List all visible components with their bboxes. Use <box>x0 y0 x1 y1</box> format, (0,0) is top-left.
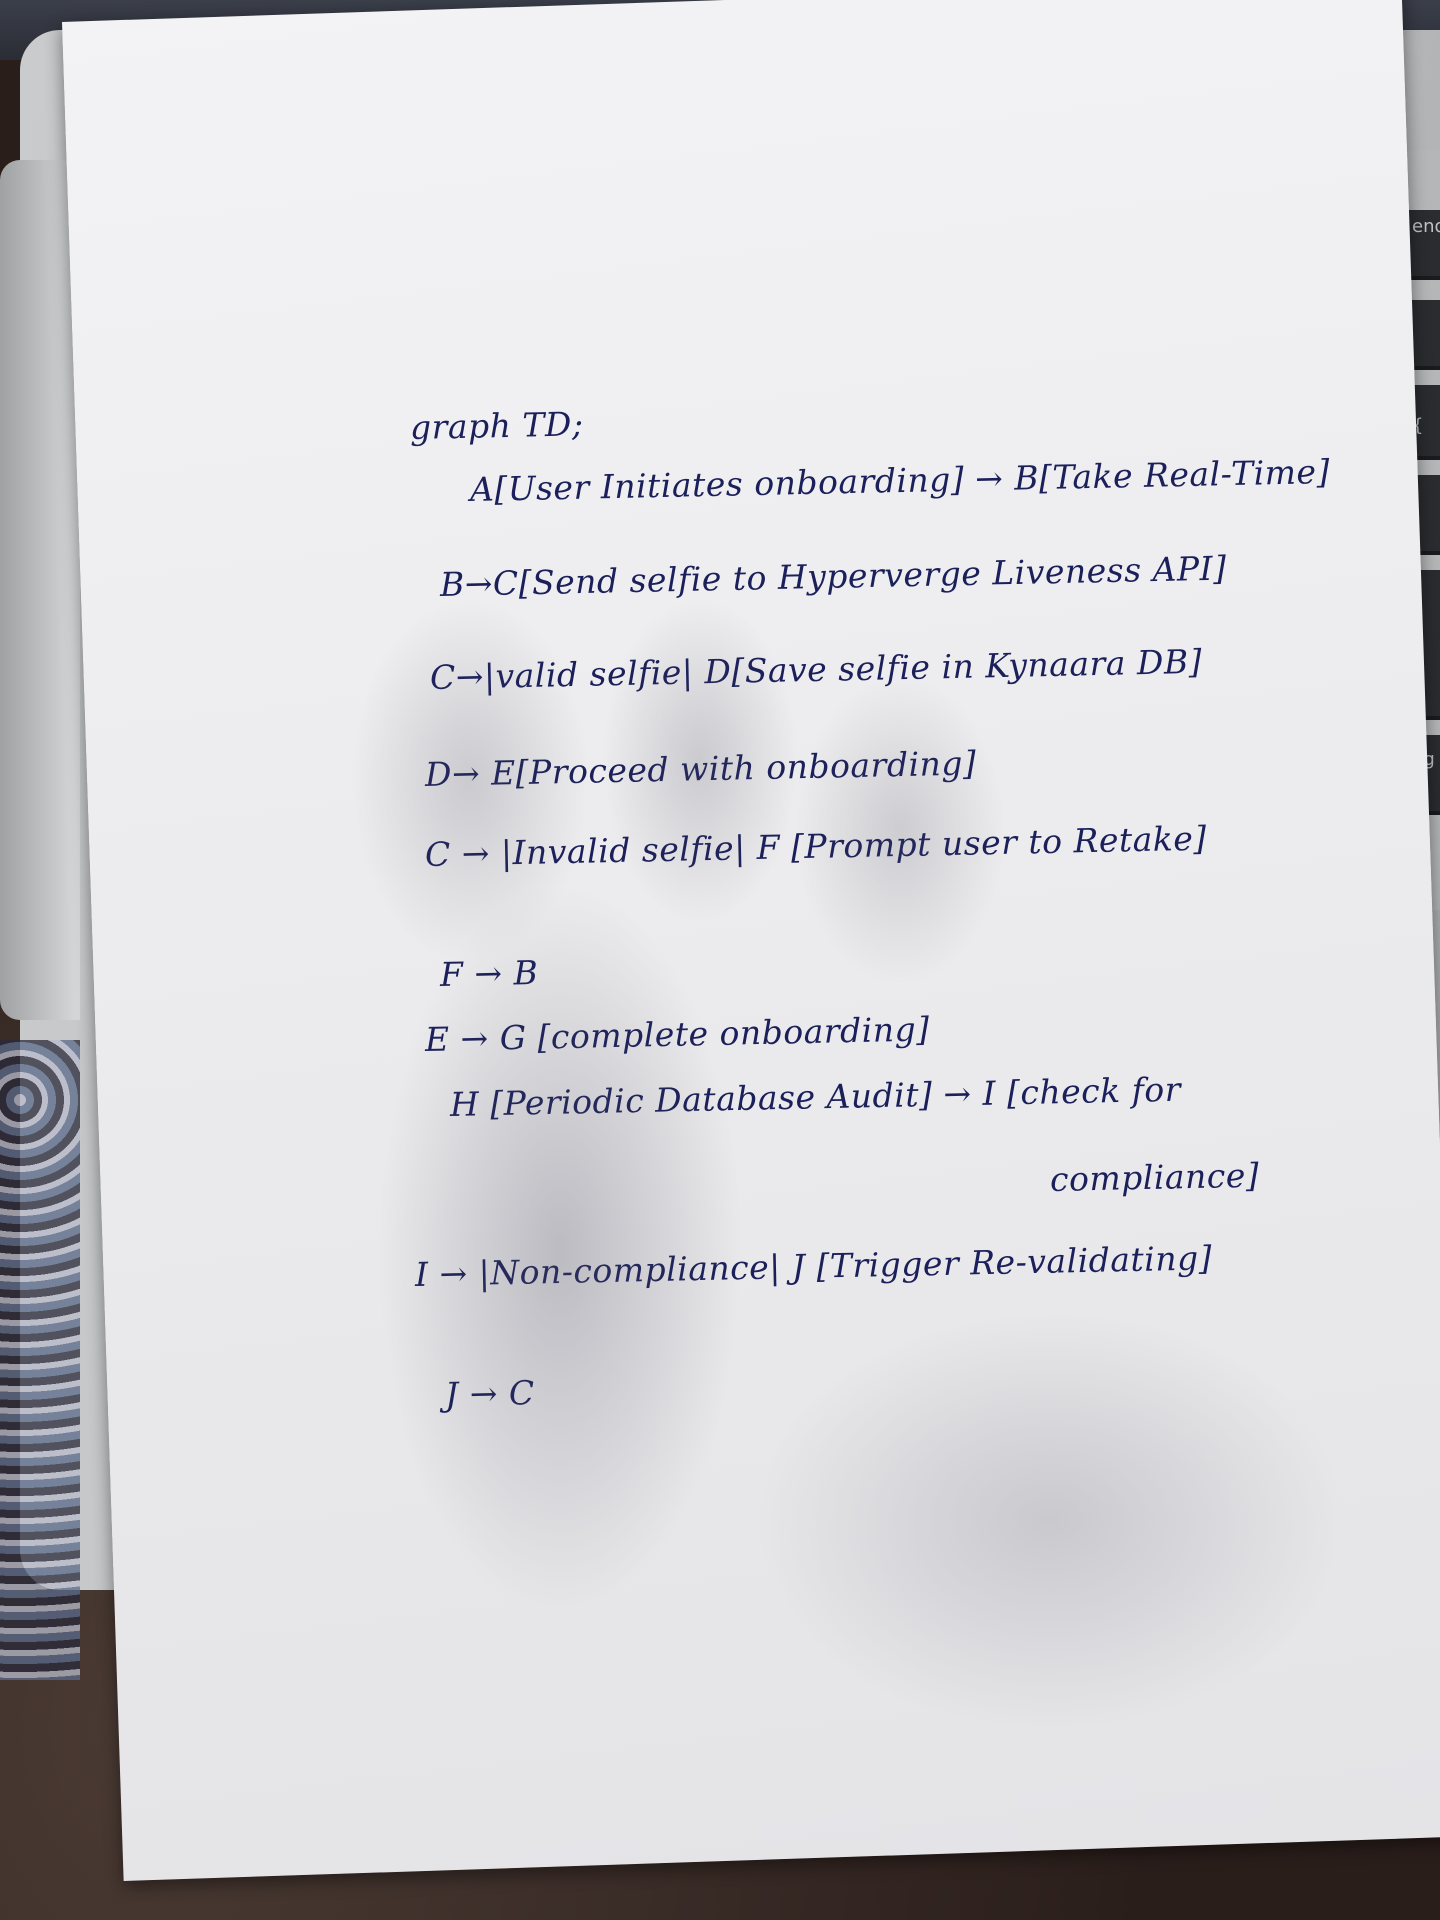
key-label: { <box>1412 415 1424 436</box>
note-line: F → B <box>439 952 539 994</box>
key-label: end <box>1412 216 1440 237</box>
note-line: graph TD; <box>409 404 584 447</box>
fabric-pattern <box>0 1040 80 1680</box>
note-line: compliance] <box>1049 1155 1260 1199</box>
laptop-edge <box>0 160 80 1020</box>
note-line: J → C <box>444 1373 535 1414</box>
paper-sheet <box>62 0 1440 1881</box>
